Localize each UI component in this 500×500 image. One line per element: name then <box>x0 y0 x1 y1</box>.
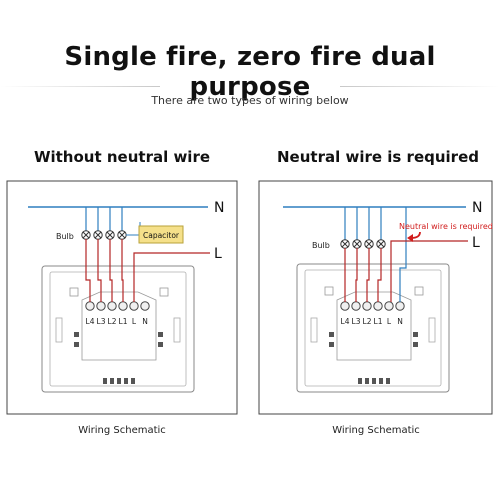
clip <box>74 332 79 337</box>
bulb-icon <box>352 239 362 249</box>
bulb-icon <box>81 230 91 240</box>
bottom-pins <box>103 378 135 384</box>
clip <box>413 342 418 347</box>
mount-slot <box>428 317 436 343</box>
neutral-label: N <box>214 200 224 216</box>
panel-neutral-required: L4 L3 L2 L1 L N N Bulb <box>258 180 493 436</box>
terminal-label: L2 <box>108 317 117 326</box>
terminal-label: N <box>397 317 403 326</box>
bulb-icon <box>376 239 386 249</box>
terminal-label: L3 <box>97 317 106 326</box>
terminal-block <box>340 301 405 311</box>
live-wire <box>133 252 210 302</box>
terminal-label: L1 <box>374 317 383 326</box>
capacitor-box <box>138 225 184 244</box>
mount-slot <box>55 317 63 343</box>
clip <box>74 342 79 347</box>
bulb-neutral-drops <box>344 207 382 240</box>
load-wires <box>344 248 382 302</box>
mount-tab <box>159 287 169 297</box>
module-outline <box>336 291 412 361</box>
terminal-label: L4 <box>341 317 350 326</box>
bulb-label: Bulb <box>56 232 74 241</box>
neutral-required-note: Neutral wire is required <box>399 222 493 231</box>
page-subtitle: There are two types of wiring below <box>151 94 349 107</box>
load-wires <box>85 239 124 302</box>
live-label: L <box>214 246 222 262</box>
title-rule-left <box>0 86 160 87</box>
mount-slot <box>173 317 181 343</box>
title-rule-right <box>340 86 500 87</box>
bulb-icon <box>340 239 350 249</box>
bulb-icon <box>364 239 374 249</box>
panel-caption: Wiring Schematic <box>78 425 166 436</box>
neutral-label: N <box>472 200 482 216</box>
panel-title-no-neutral: Without neutral wire <box>33 148 211 166</box>
switch-plate <box>296 263 450 393</box>
terminal-label: N <box>142 317 148 326</box>
capacitor-label: Capacitor <box>143 231 180 240</box>
live-label: L <box>472 235 480 251</box>
clip <box>329 332 334 337</box>
terminal-label: L1 <box>119 317 128 326</box>
live-wire <box>390 240 468 302</box>
mount-tab <box>69 287 79 297</box>
switch-plate-inner <box>304 269 442 387</box>
terminal-block <box>85 301 150 311</box>
bulb-icon <box>105 230 115 240</box>
bulb-label: Bulb <box>312 241 330 250</box>
panel-caption: Wiring Schematic <box>332 425 420 436</box>
panel-title-neutral-required: Neutral wire is required <box>277 148 479 166</box>
panel-no-neutral: L4 L3 L2 L1 L N N Bulb Capacitor <box>6 180 238 436</box>
clip <box>413 332 418 337</box>
bulb-icon <box>93 230 103 240</box>
bulb-icon <box>117 230 127 240</box>
bottom-pins <box>358 378 390 384</box>
neutral-terminal-wire <box>399 207 407 302</box>
mount-slot <box>310 317 318 343</box>
switch-plate-inner <box>49 271 187 387</box>
terminal-label: L4 <box>86 317 95 326</box>
module-outline <box>81 291 157 361</box>
page-title: Single fire, zero fire dual purpose <box>64 42 436 102</box>
clip <box>158 342 163 347</box>
terminal-label: L3 <box>352 317 361 326</box>
terminal-label: L2 <box>363 317 372 326</box>
mount-tab <box>324 286 334 296</box>
note-arrow-icon <box>407 231 421 242</box>
switch-plate <box>41 265 195 393</box>
bulb-neutral-drops <box>85 207 123 231</box>
terminal-label: L <box>387 317 392 326</box>
mount-tab <box>414 286 424 296</box>
clip <box>329 342 334 347</box>
terminal-label: L <box>132 317 137 326</box>
clip <box>158 332 163 337</box>
